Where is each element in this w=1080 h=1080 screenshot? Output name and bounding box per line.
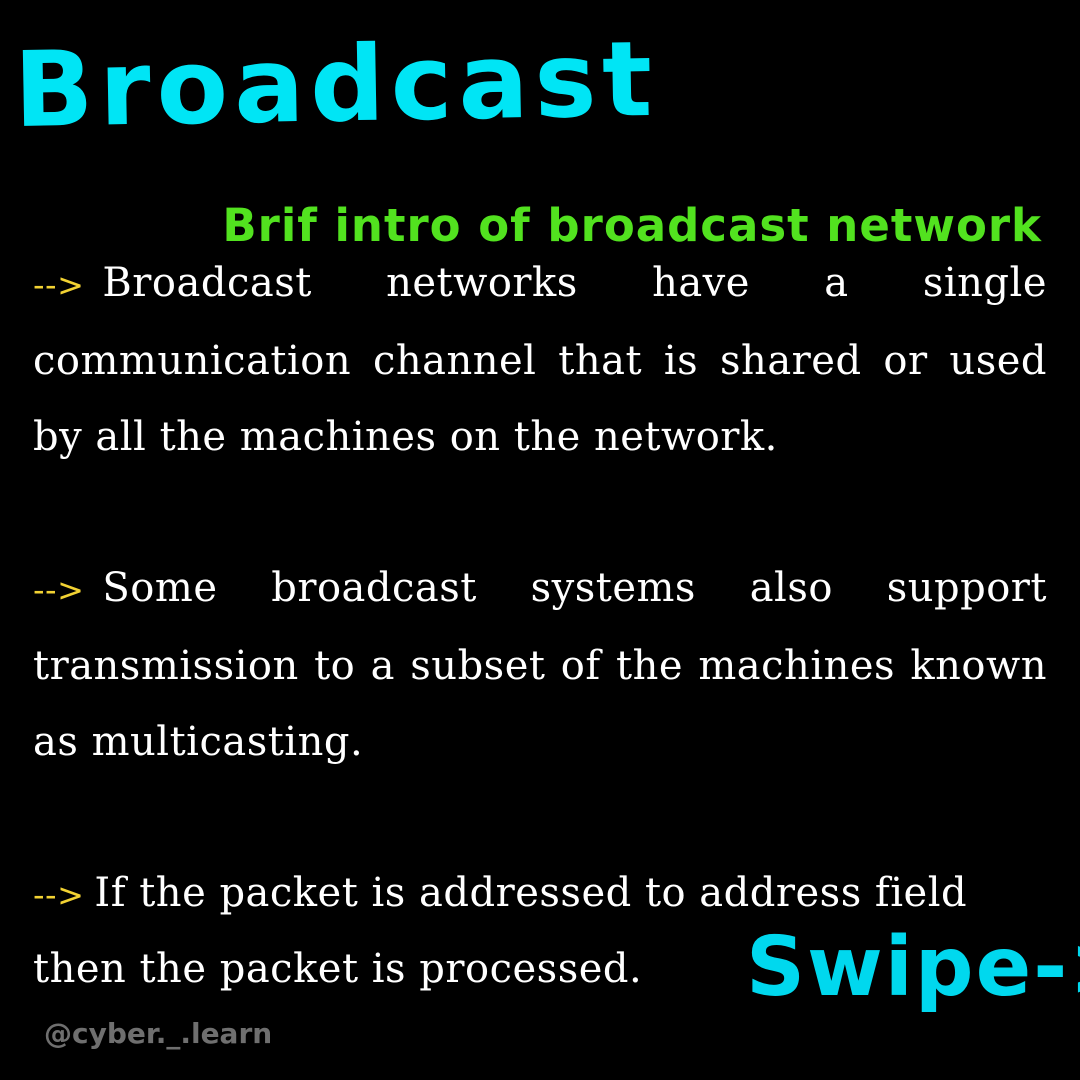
arrow-bullet: -->	[33, 571, 85, 609]
paragraph-text: Broadcast networks have a single communi…	[33, 260, 1047, 460]
swipe-indicator[interactable]: Swipe->	[746, 920, 1080, 1015]
page-title: Broadcast	[12, 17, 660, 151]
paragraph-text: Some broadcast systems also support tran…	[33, 565, 1047, 765]
page-subtitle: Brif intro of broadcast network	[222, 199, 1042, 252]
paragraph-text: If the packet is addressed to address fi…	[94, 870, 968, 916]
paragraph-packet-line-2: then the packet is processed.	[33, 931, 642, 1007]
paragraph-broadcast-channel: -->Broadcast networks have a single comm…	[33, 245, 1047, 475]
account-handle: @cyber._.learn	[44, 1017, 273, 1050]
paragraph-text: then the packet is processed.	[33, 946, 643, 992]
paragraph-multicasting: -->Some broadcast systems also support t…	[33, 550, 1047, 780]
paragraph-packet-line-1: -->If the packet is addressed to address…	[33, 855, 1047, 931]
arrow-bullet: -->	[33, 876, 85, 914]
arrow-bullet: -->	[33, 266, 85, 304]
